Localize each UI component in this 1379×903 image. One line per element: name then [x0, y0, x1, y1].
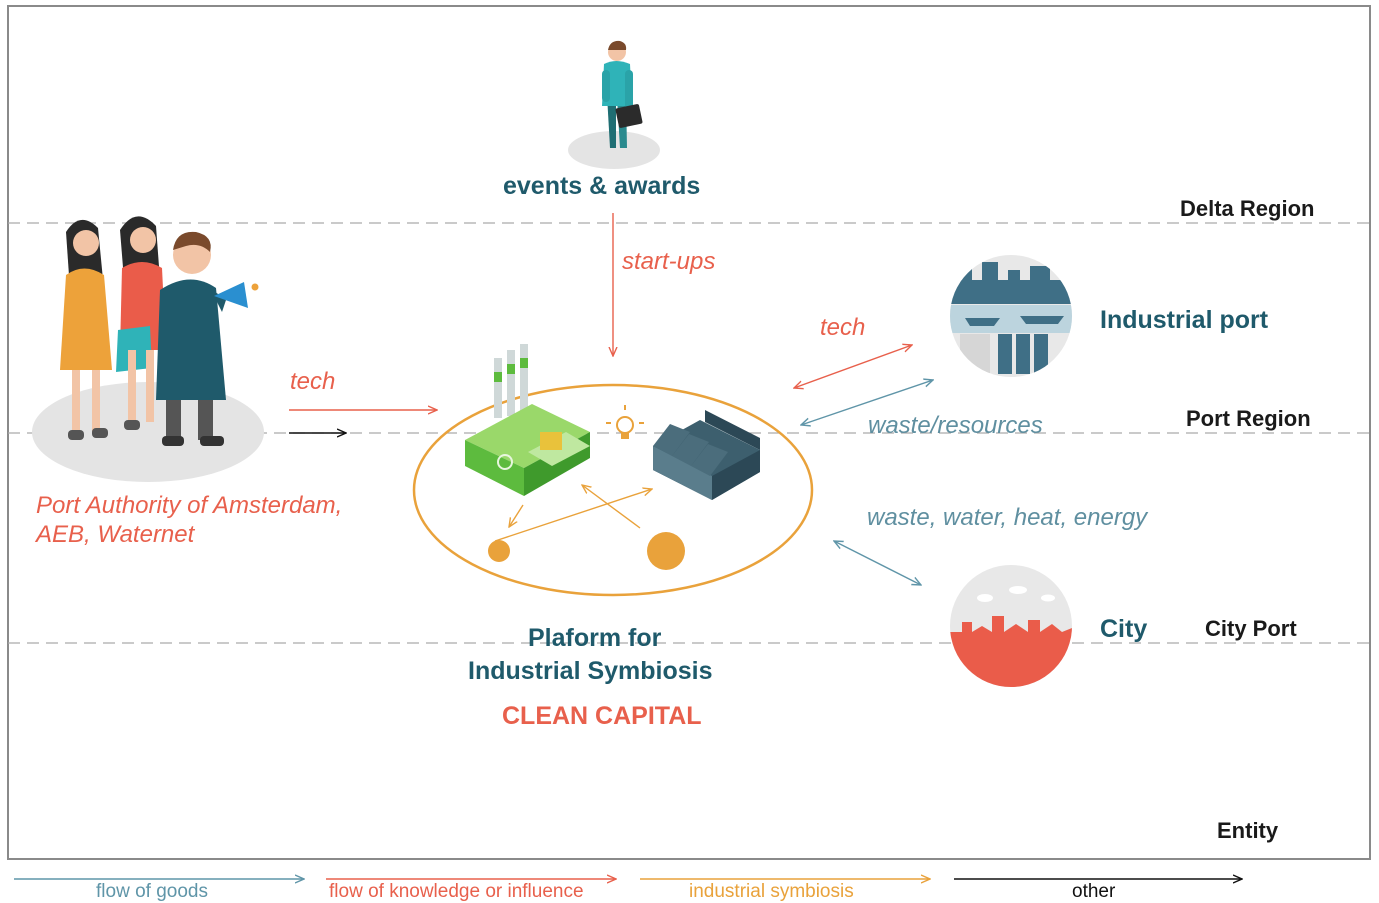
legend-knowledge-label: flow of knowledge or influence: [329, 881, 584, 902]
platform-ellipse: [412, 383, 814, 597]
waste-resources-arrow: [801, 380, 933, 425]
industrial-port-label: Industrial port: [1100, 306, 1269, 334]
green-factory-icon: [465, 344, 590, 496]
tech-arrow-right: [794, 345, 912, 388]
zone-entity-label: Entity: [1217, 818, 1279, 843]
zone-port-label: Port Region: [1186, 406, 1311, 431]
large-entity-circle: [647, 532, 685, 570]
symbiosis-arrow-2: [494, 489, 652, 542]
city-flow-arrow: [834, 541, 921, 585]
tech-left-label: tech: [290, 368, 336, 395]
stakeholders-label-line1: Port Authority of Amsterdam,: [36, 492, 343, 519]
city-label: City: [1100, 615, 1148, 643]
startups-label: start-ups: [622, 248, 716, 275]
symbiosis-arrow-1: [509, 504, 524, 527]
legend-goods-label: flow of goods: [96, 881, 208, 902]
city-skyline-icon: [950, 565, 1072, 687]
businessman-icon: [568, 40, 660, 169]
platform-name: CLEAN CAPITAL: [502, 702, 702, 730]
stakeholders-label-line2: AEB, Waternet: [36, 521, 195, 548]
platform-title-line1: Plaform for: [528, 624, 662, 652]
industrial-port-icon: [950, 255, 1072, 377]
waste-resources-label: waste/resources: [868, 412, 1043, 439]
waste-water-heat-energy-label: waste, water, heat, energy: [867, 504, 1148, 531]
symbiosis-arrow-3: [582, 485, 641, 529]
zone-city-label: City Port: [1205, 616, 1297, 641]
legend-symbiosis-label: industrial symbiosis: [689, 881, 854, 902]
warehouse-icon: [653, 410, 760, 500]
events-awards-label: events & awards: [503, 172, 701, 200]
small-entity-circle: [488, 540, 510, 562]
platform-title-line2: Industrial Symbiosis: [468, 657, 713, 685]
zone-delta-label: Delta Region: [1180, 196, 1315, 221]
legend-other-label: other: [1072, 881, 1116, 902]
stakeholder-group-icon: [32, 216, 264, 482]
lightbulb-icon: [606, 405, 644, 439]
tech-right-label: tech: [820, 314, 866, 341]
